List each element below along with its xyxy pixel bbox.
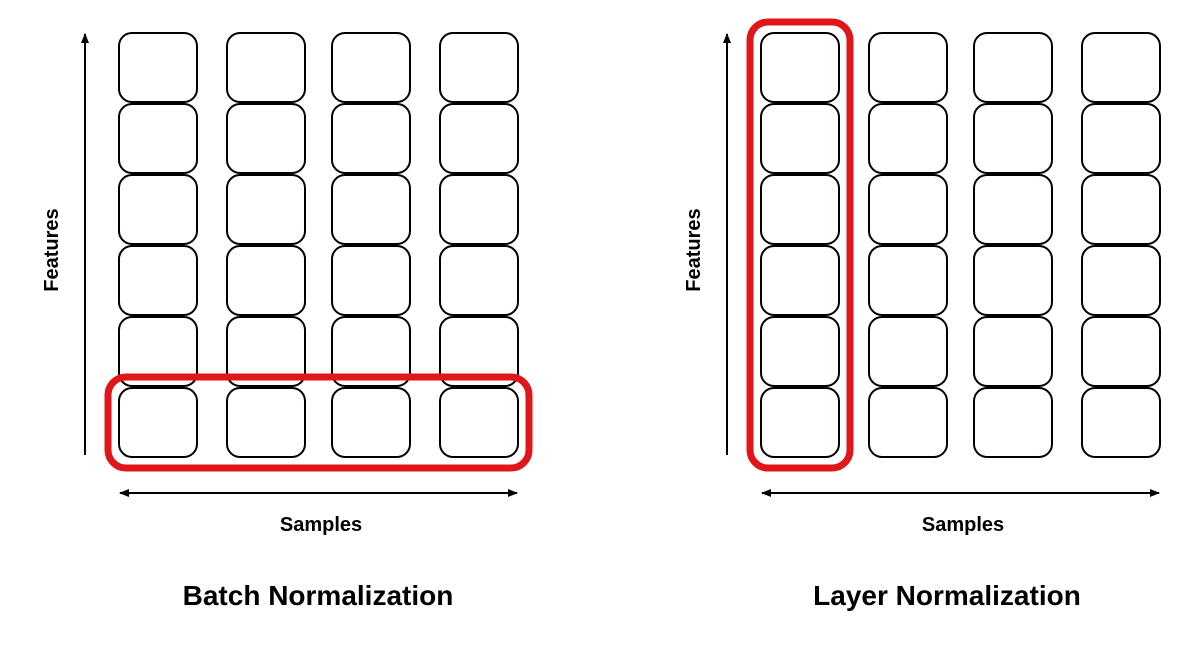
feature-cell — [331, 32, 411, 103]
panel-title: Layer Normalization — [813, 580, 1081, 611]
highlight-column-box — [746, 18, 854, 472]
feature-cell — [226, 103, 306, 174]
feature-cell — [331, 174, 411, 245]
feature-cell — [868, 316, 948, 387]
cell-grid — [760, 32, 1161, 458]
feature-cell — [1081, 32, 1161, 103]
feature-cell — [439, 103, 519, 174]
feature-cell — [118, 316, 198, 387]
feature-cell — [760, 103, 840, 174]
feature-cell — [973, 316, 1053, 387]
highlight-row-box — [104, 373, 533, 472]
feature-cell — [868, 174, 948, 245]
feature-cell — [331, 103, 411, 174]
panel-batch-normalization: Features Samples Batch Normalization — [41, 32, 533, 611]
feature-cell — [868, 245, 948, 316]
feature-cell — [868, 32, 948, 103]
feature-cell — [331, 387, 411, 458]
feature-cell — [118, 103, 198, 174]
features-axis-label: Features — [41, 208, 63, 291]
feature-cell — [973, 387, 1053, 458]
feature-cell — [331, 316, 411, 387]
feature-cell — [868, 103, 948, 174]
feature-cell — [1081, 316, 1161, 387]
feature-cell — [1081, 245, 1161, 316]
feature-cell — [760, 174, 840, 245]
feature-cell — [226, 174, 306, 245]
samples-axis-label: Samples — [922, 514, 1004, 536]
feature-cell — [973, 32, 1053, 103]
feature-cell — [118, 174, 198, 245]
cell-grid — [118, 32, 519, 458]
panel-layer-normalization: Features Samples Layer Normalization — [683, 18, 1161, 611]
feature-cell — [760, 32, 840, 103]
feature-cell — [760, 316, 840, 387]
feature-cell — [331, 245, 411, 316]
feature-cell — [1081, 103, 1161, 174]
feature-cell — [760, 245, 840, 316]
feature-cell — [118, 387, 198, 458]
feature-cell — [439, 174, 519, 245]
feature-cell — [868, 387, 948, 458]
feature-cell — [1081, 174, 1161, 245]
features-axis-label: Features — [683, 208, 705, 291]
feature-cell — [973, 174, 1053, 245]
feature-cell — [226, 316, 306, 387]
feature-cell — [973, 245, 1053, 316]
feature-cell — [760, 387, 840, 458]
feature-cell — [226, 387, 306, 458]
samples-axis-label: Samples — [280, 514, 362, 536]
feature-cell — [118, 245, 198, 316]
feature-cell — [439, 316, 519, 387]
feature-cell — [973, 103, 1053, 174]
feature-cell — [439, 32, 519, 103]
feature-cell — [439, 387, 519, 458]
feature-cell — [118, 32, 198, 103]
feature-cell — [226, 245, 306, 316]
feature-cell — [226, 32, 306, 103]
feature-cell — [1081, 387, 1161, 458]
feature-cell — [439, 245, 519, 316]
panel-title: Batch Normalization — [183, 580, 454, 611]
